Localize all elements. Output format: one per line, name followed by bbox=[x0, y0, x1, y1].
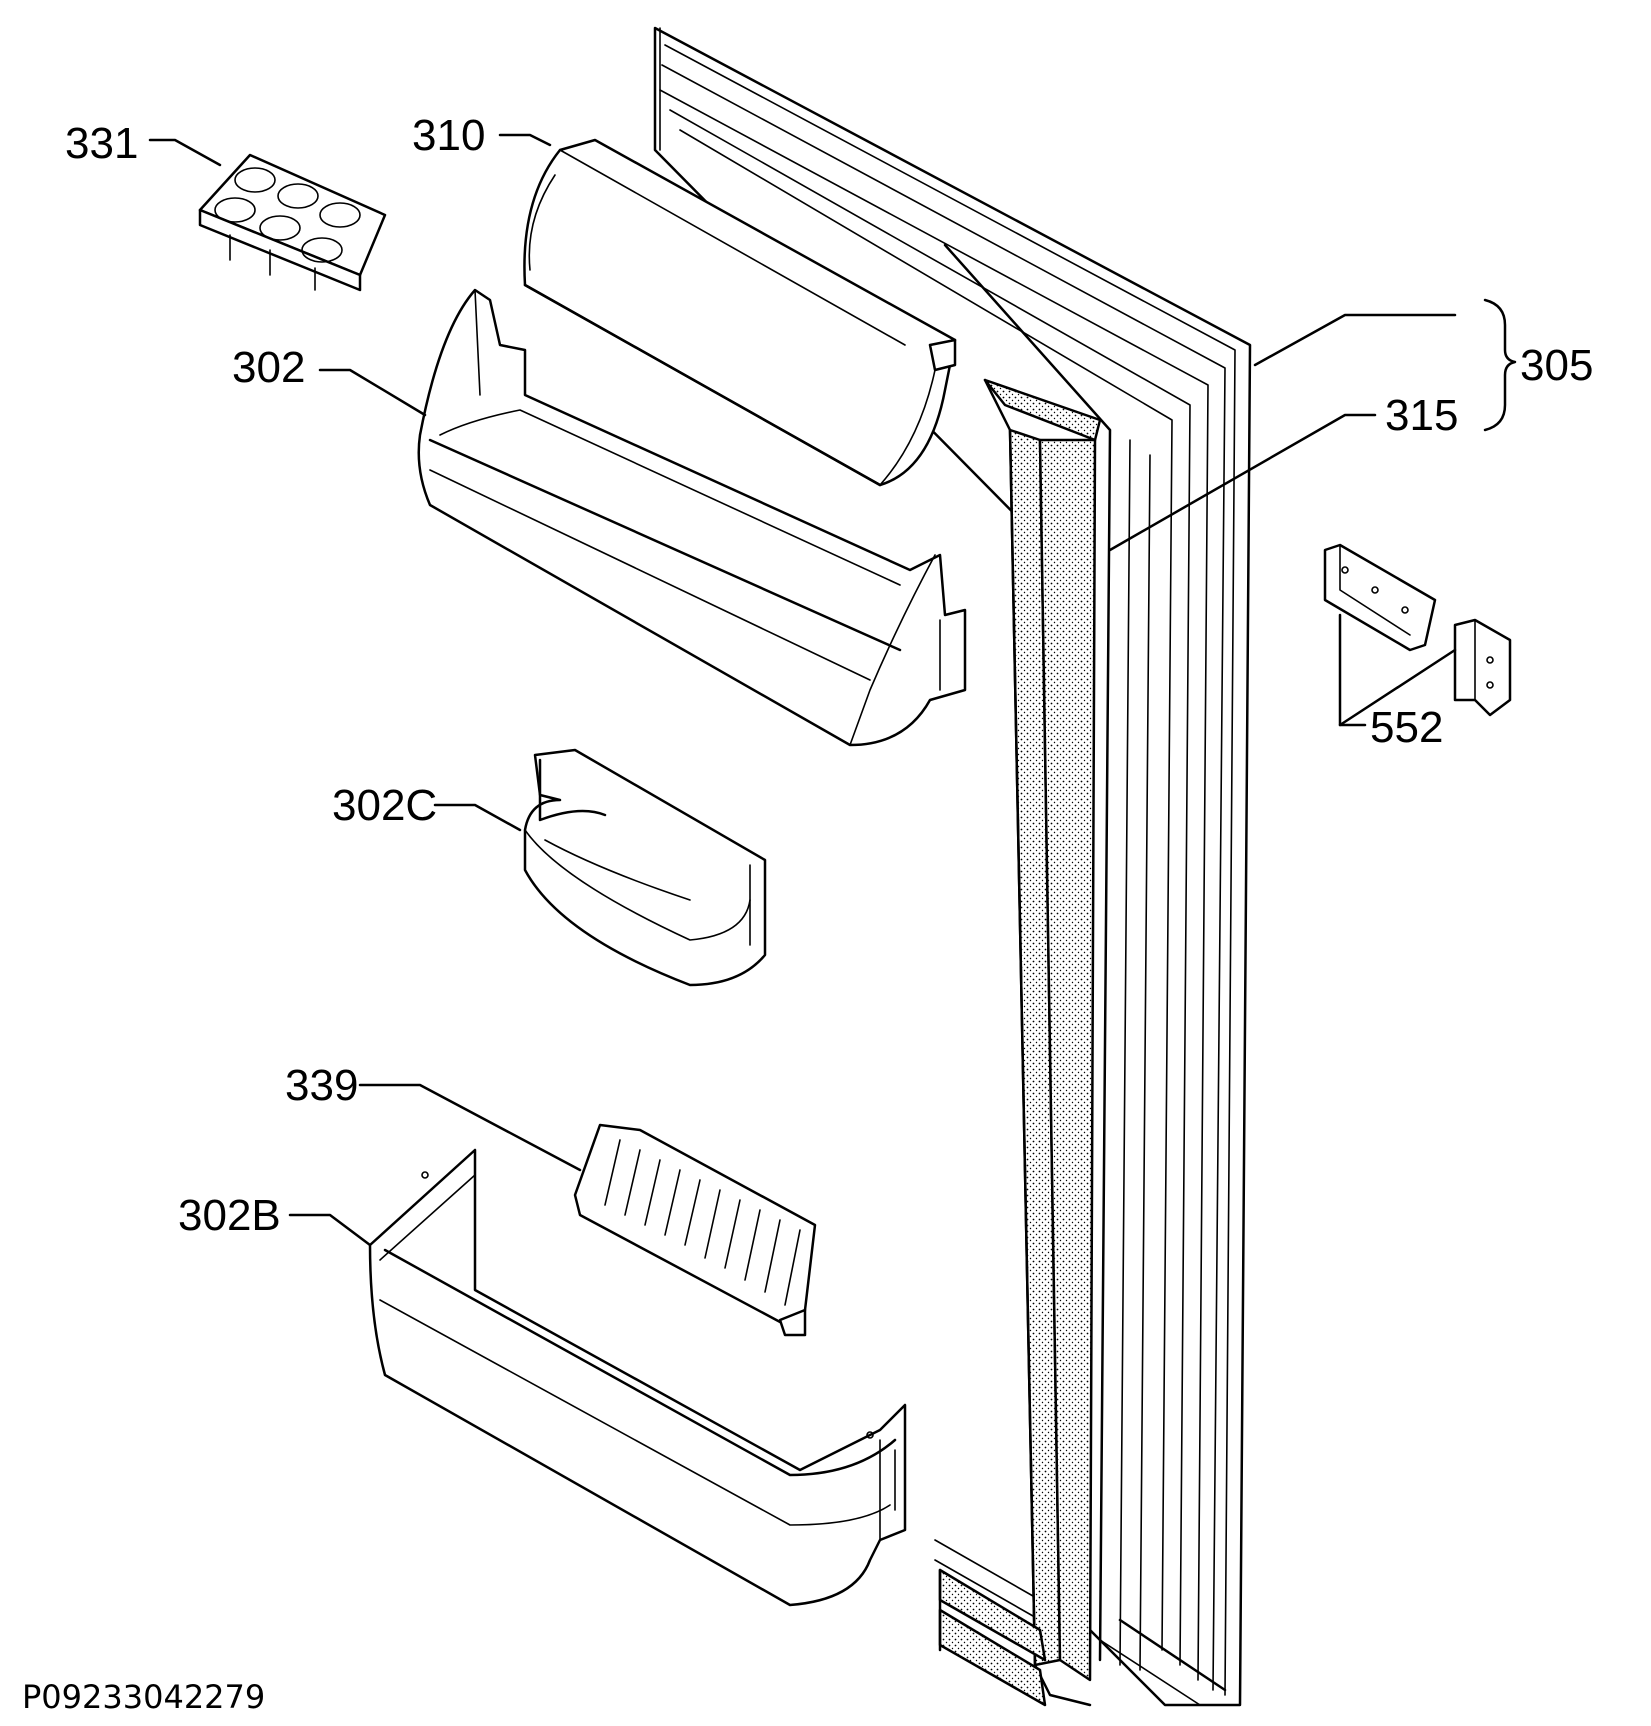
hinge-parts bbox=[1323, 543, 1512, 717]
egg-tray bbox=[198, 153, 387, 292]
door-shelf-small bbox=[523, 748, 767, 987]
dairy-compartment-cover bbox=[523, 138, 957, 487]
label-339: 339 bbox=[285, 1061, 358, 1110]
label-315: 315 bbox=[1385, 391, 1458, 440]
label-552: 552 bbox=[1370, 703, 1443, 752]
label-302c: 302C bbox=[332, 781, 437, 830]
label-331: 331 bbox=[65, 119, 138, 168]
label-302b: 302B bbox=[178, 1191, 281, 1240]
label-302: 302 bbox=[232, 343, 305, 392]
label-310: 310 bbox=[412, 111, 485, 160]
door-shelf-bottom bbox=[368, 1148, 907, 1607]
reference-code: P09233042279 bbox=[22, 1678, 265, 1716]
door-shelf-top bbox=[417, 288, 967, 747]
leader-lines bbox=[148, 133, 1517, 1247]
label-305: 305 bbox=[1520, 341, 1593, 390]
door-gasket bbox=[938, 378, 1102, 1707]
bottle-retainer bbox=[573, 1123, 817, 1337]
